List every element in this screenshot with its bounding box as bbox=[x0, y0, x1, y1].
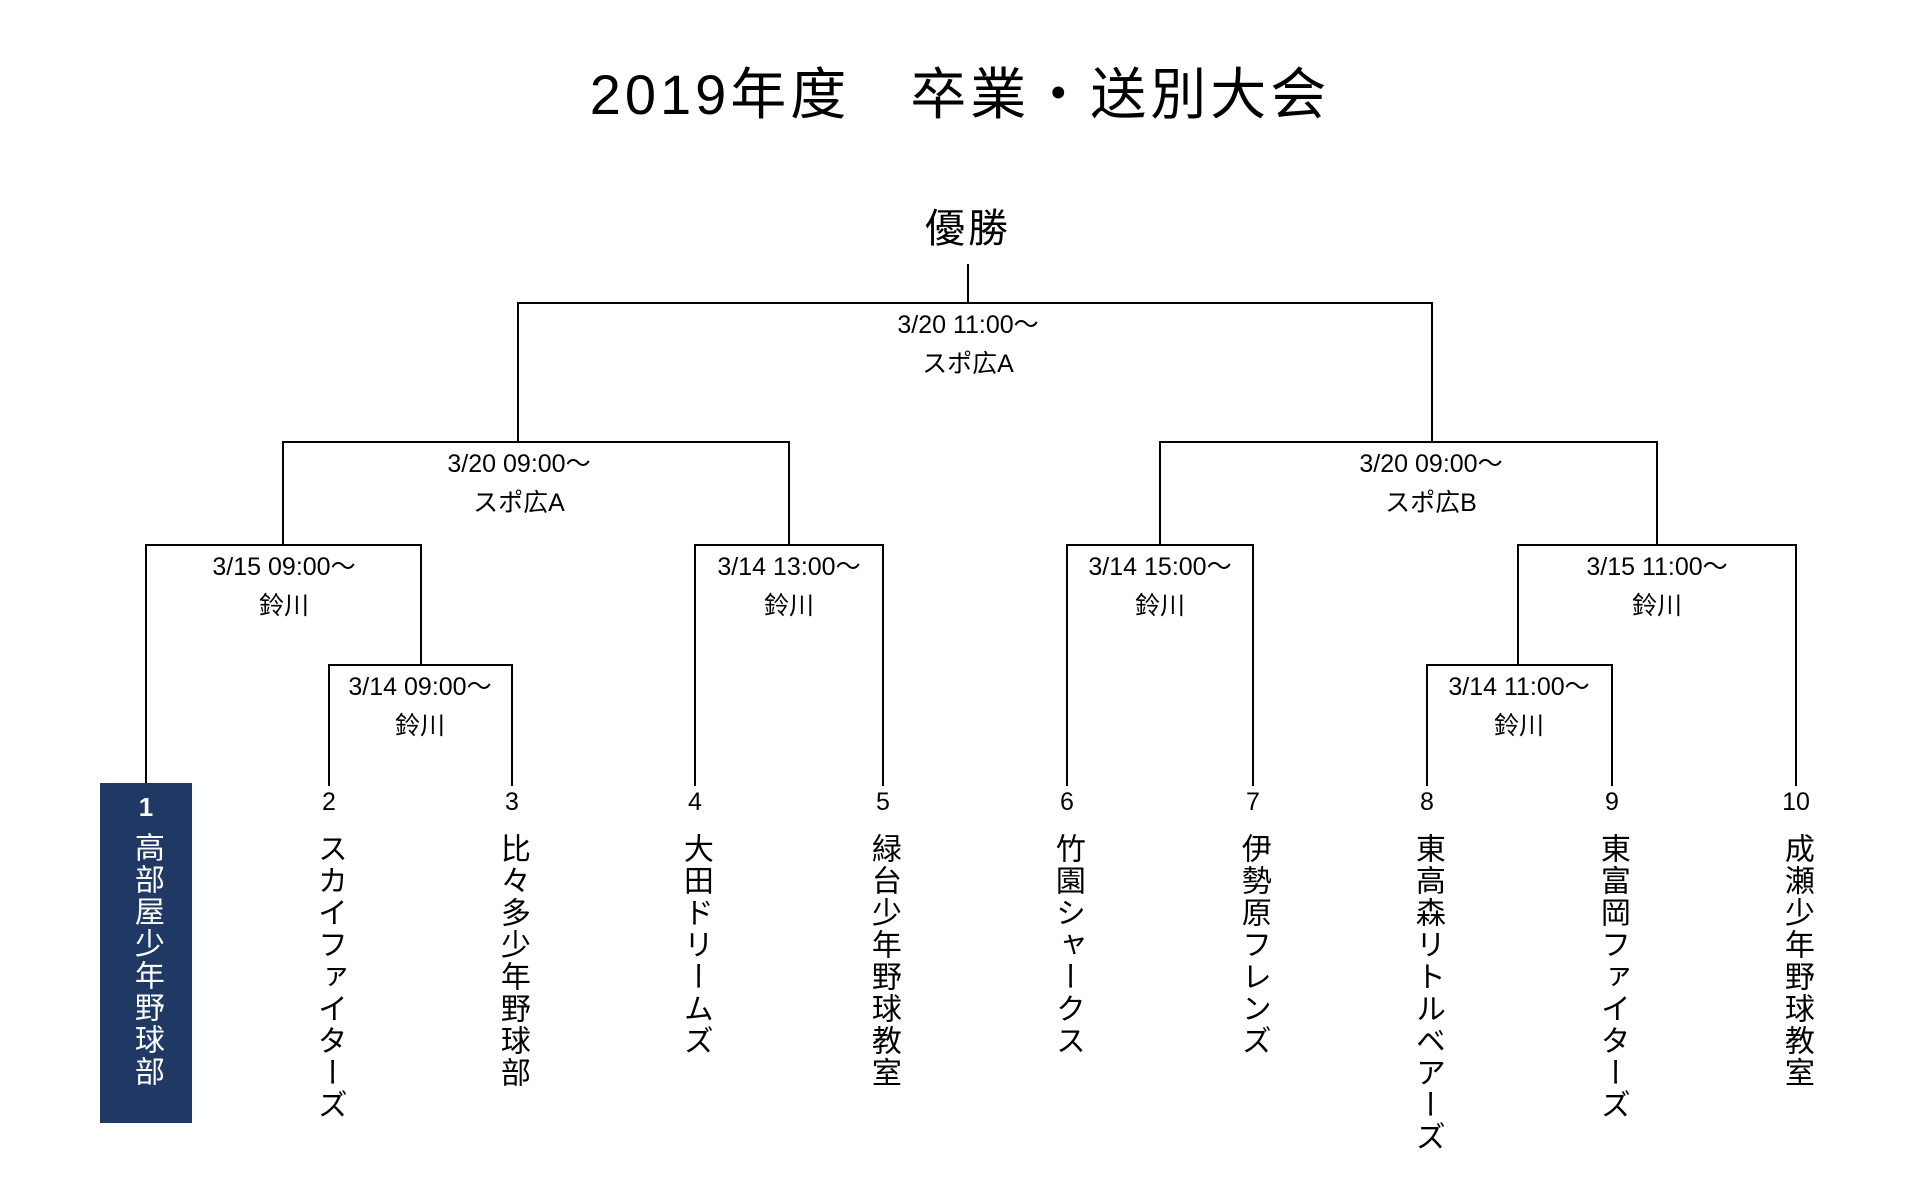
team-name: 成瀬少年野球教室 bbox=[1778, 833, 1814, 1089]
bracket-line-qf1-right-leg bbox=[420, 544, 422, 666]
team-seed: 10 bbox=[1782, 788, 1810, 816]
team-name: 高部屋少年野球部 bbox=[128, 832, 164, 1088]
team-seed: 6 bbox=[1060, 788, 1074, 816]
bracket-line-team6-leg bbox=[1066, 544, 1068, 786]
match-4v5-venue: 鈴川 bbox=[763, 592, 814, 620]
team-seed: 7 bbox=[1246, 788, 1260, 816]
match-2v3-datetime: 3/14 09:00～ bbox=[348, 673, 492, 701]
team-name: 東高森リトルベアーズ bbox=[1409, 833, 1445, 1153]
bracket-line-sfright-connector bbox=[1159, 441, 1658, 443]
champion-label: 優勝 bbox=[925, 207, 1011, 251]
bracket-line-team9-leg bbox=[1611, 664, 1613, 786]
match-final-datetime: 3/20 11:00～ bbox=[897, 311, 1039, 339]
team-seed: 5 bbox=[876, 788, 890, 816]
match-label-qf-team1: 3/15 09:00～ 鈴川 bbox=[134, 553, 434, 621]
team-seed: 1 bbox=[138, 792, 154, 822]
team-name: 比々多少年野球部 bbox=[494, 833, 530, 1089]
page-title: 2019年度 卒業・送別大会 bbox=[589, 63, 1331, 126]
team-seed: 3 bbox=[505, 788, 519, 816]
team-name: 伊勢原フレンズ bbox=[1235, 833, 1271, 1057]
bracket-line-champion-stem bbox=[967, 264, 969, 304]
match-qf1-datetime: 3/15 09:00～ bbox=[212, 553, 356, 581]
team-slot-8: 8 東高森リトルベアーズ bbox=[1395, 788, 1459, 1158]
team-seed: 2 bbox=[322, 788, 336, 816]
team-slot-7: 7 伊勢原フレンズ bbox=[1221, 788, 1285, 1062]
match-qf10-venue: 鈴川 bbox=[1631, 592, 1682, 620]
bracket-line-final-left-leg bbox=[517, 302, 519, 443]
bracket-line-qf10-left-leg bbox=[1517, 544, 1519, 666]
bracket-line-sfright-left-leg bbox=[1159, 441, 1161, 546]
bracket-line-team3-leg bbox=[511, 664, 513, 786]
match-label-6v7: 3/14 15:00～ 鈴川 bbox=[1010, 553, 1310, 621]
match-label-semifinal-left: 3/20 09:00～ スポ広A bbox=[369, 450, 669, 518]
bracket-line-sfleft-right-leg bbox=[788, 441, 790, 546]
bracket-line-m89-connector bbox=[1426, 664, 1613, 666]
team-slot-1-highlighted: 1 高部屋少年野球部 bbox=[100, 783, 192, 1123]
bracket-line-final-connector bbox=[517, 302, 1433, 304]
team-seed: 9 bbox=[1605, 788, 1619, 816]
bracket-line-qf10-connector bbox=[1517, 544, 1797, 546]
bracket-line-team7-leg bbox=[1252, 544, 1254, 786]
team-name: 緑台少年野球教室 bbox=[865, 833, 901, 1089]
match-label-qf-team10: 3/15 11:00～ 鈴川 bbox=[1507, 553, 1807, 621]
match-qf10-datetime: 3/15 11:00～ bbox=[1586, 553, 1728, 581]
bracket-line-team1-leg bbox=[145, 544, 147, 784]
team-slot-5: 5 緑台少年野球教室 bbox=[851, 788, 915, 1094]
bracket-line-final-right-leg bbox=[1431, 302, 1433, 443]
bracket-line-qf1-connector bbox=[145, 544, 422, 546]
bracket-line-m67-connector bbox=[1066, 544, 1254, 546]
bracket-line-team8-leg bbox=[1426, 664, 1428, 786]
team-slot-2: 2 スカイファイターズ bbox=[297, 788, 361, 1126]
team-seed: 8 bbox=[1420, 788, 1434, 816]
bracket-line-team2-leg bbox=[328, 664, 330, 786]
match-2v3-venue: 鈴川 bbox=[394, 712, 445, 740]
team-slot-3: 3 比々多少年野球部 bbox=[480, 788, 544, 1094]
match-label-semifinal-right: 3/20 09:00～ スポ広B bbox=[1281, 450, 1581, 518]
team-slot-4: 4 大田ドリームズ bbox=[663, 788, 727, 1062]
match-6v7-datetime: 3/14 15:00～ bbox=[1088, 553, 1232, 581]
team-seed: 4 bbox=[688, 788, 702, 816]
team-name: 東富岡ファイターズ bbox=[1594, 833, 1630, 1121]
bracket-line-team10-leg bbox=[1795, 544, 1797, 786]
match-final-venue: スポ広A bbox=[922, 350, 1014, 378]
match-8v9-venue: 鈴川 bbox=[1493, 712, 1544, 740]
match-label-4v5: 3/14 13:00～ 鈴川 bbox=[639, 553, 939, 621]
match-8v9-datetime: 3/14 11:00～ bbox=[1448, 673, 1590, 701]
match-qf1-venue: 鈴川 bbox=[258, 592, 309, 620]
team-name: 竹園シャークス bbox=[1049, 833, 1085, 1057]
team-slot-10: 10 成瀬少年野球教室 bbox=[1764, 788, 1828, 1094]
bracket-line-sfleft-connector bbox=[282, 441, 790, 443]
match-sfleft-venue: スポ広A bbox=[473, 489, 565, 517]
match-label-final: 3/20 11:00～ スポ広A bbox=[818, 311, 1118, 379]
match-label-2v3: 3/14 09:00～ 鈴川 bbox=[270, 673, 570, 741]
match-sfright-venue: スポ広B bbox=[1385, 489, 1477, 517]
team-slot-9: 9 東富岡ファイターズ bbox=[1580, 788, 1644, 1126]
match-6v7-venue: 鈴川 bbox=[1134, 592, 1185, 620]
team-name: 大田ドリームズ bbox=[677, 833, 713, 1057]
bracket-line-sfright-right-leg bbox=[1656, 441, 1658, 546]
match-sfleft-datetime: 3/20 09:00～ bbox=[447, 450, 591, 478]
bracket-line-team4-leg bbox=[694, 544, 696, 786]
team-slot-6: 6 竹園シャークス bbox=[1035, 788, 1099, 1062]
bracket-line-m45-connector bbox=[694, 544, 884, 546]
match-label-8v9: 3/14 11:00～ 鈴川 bbox=[1369, 673, 1669, 741]
bracket-line-sfleft-left-leg bbox=[282, 441, 284, 546]
match-4v5-datetime: 3/14 13:00～ bbox=[717, 553, 861, 581]
bracket-line-team5-leg bbox=[882, 544, 884, 786]
match-sfright-datetime: 3/20 09:00～ bbox=[1359, 450, 1503, 478]
bracket-line-m23-connector bbox=[328, 664, 513, 666]
team-name: スカイファイターズ bbox=[311, 833, 347, 1121]
